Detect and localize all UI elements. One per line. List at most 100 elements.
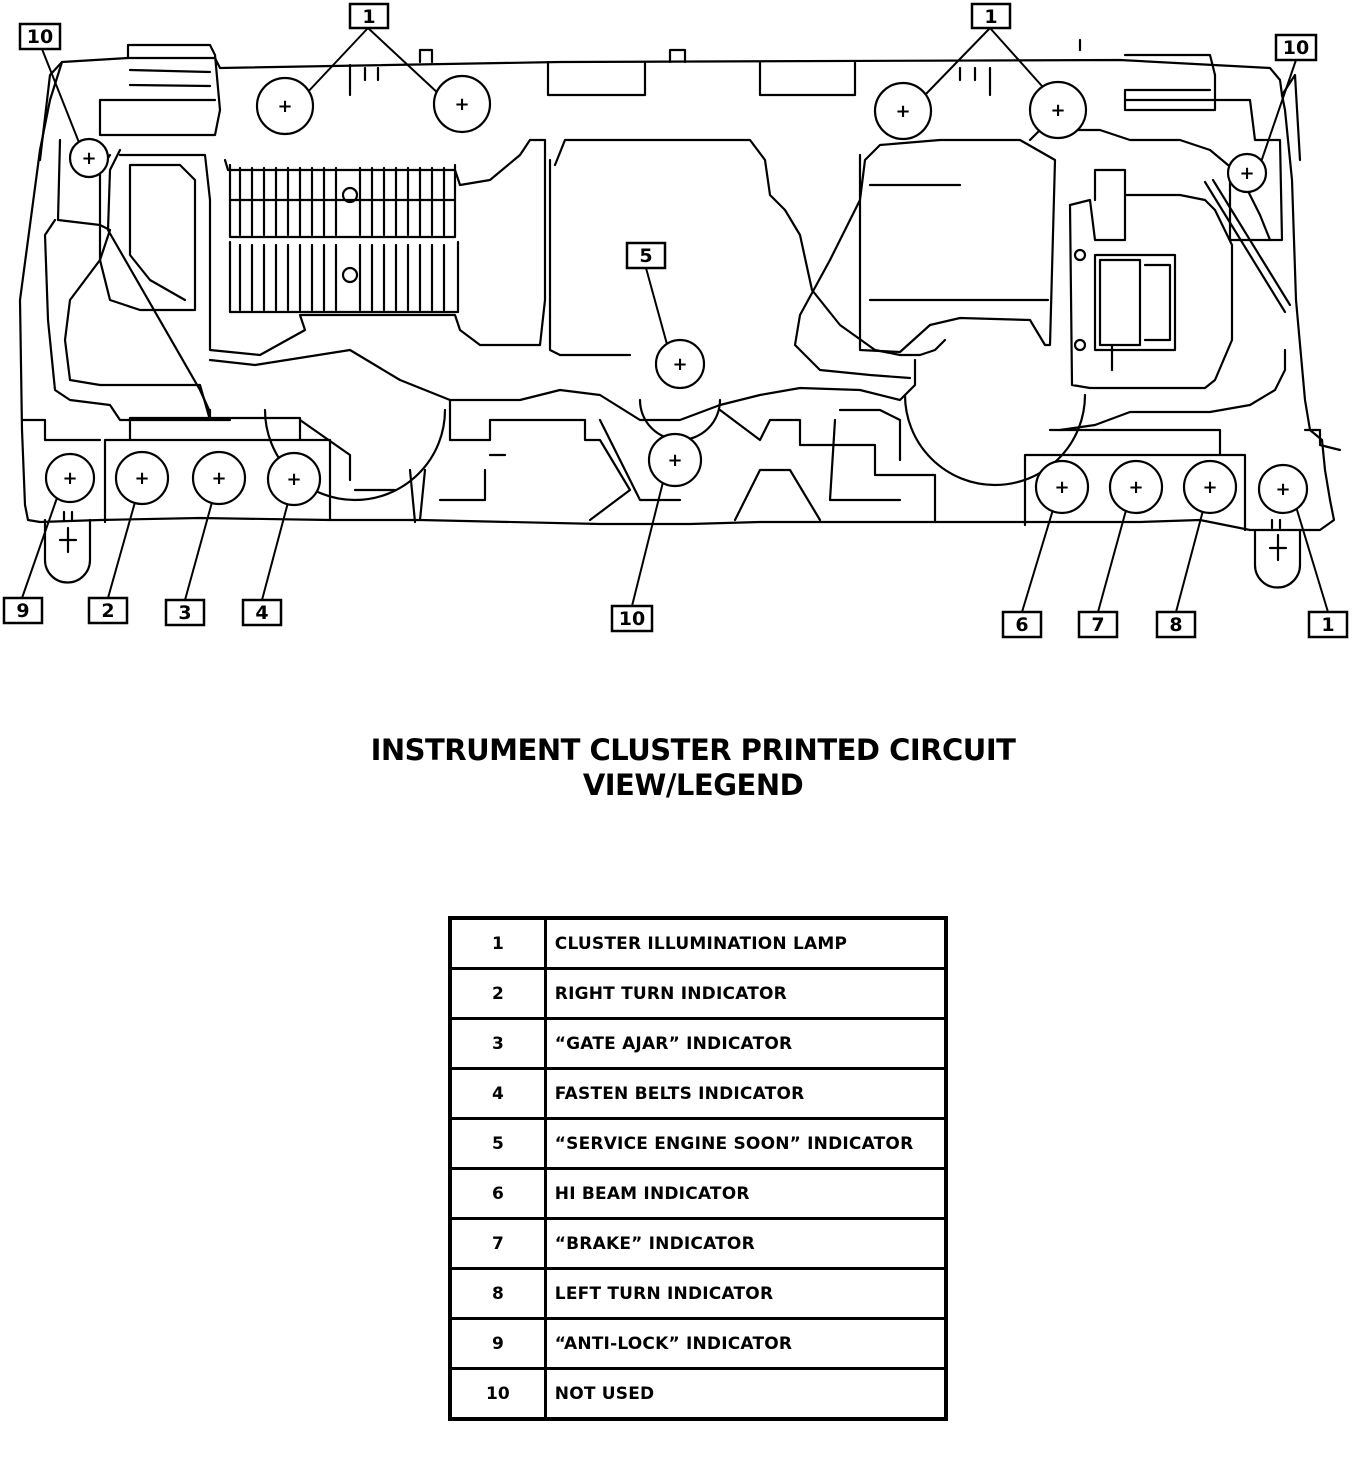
bulb-socket bbox=[266, 451, 322, 507]
callout-box bbox=[625, 241, 667, 270]
legend: 1 CLUSTER ILLUMINATION LAMP 2 RIGHT TURN… bbox=[448, 916, 948, 1458]
legend-table: 1 CLUSTER ILLUMINATION LAMP 2 RIGHT TURN… bbox=[448, 916, 948, 1421]
socket-plus-marks: +++ +++ +++ +++ +++ + bbox=[62, 94, 1290, 500]
callout-label: 10 bbox=[1283, 37, 1309, 59]
legend-row: 6 HI BEAM INDICATOR bbox=[448, 1167, 948, 1220]
legend-description: “BRAKE” INDICATOR bbox=[543, 1217, 948, 1270]
legend-number: 8 bbox=[448, 1267, 547, 1320]
legend-row: 7 “BRAKE” INDICATOR bbox=[448, 1217, 948, 1270]
callout-label: 1 bbox=[984, 6, 997, 28]
svg-text:+: + bbox=[672, 354, 687, 375]
bulb-socket bbox=[432, 74, 492, 134]
legend-number: 3 bbox=[448, 1017, 547, 1070]
bulb-socket bbox=[255, 76, 315, 136]
svg-text:+: + bbox=[1128, 477, 1143, 498]
legend-number: 9 bbox=[448, 1317, 547, 1370]
legend-number: 4 bbox=[448, 1067, 547, 1120]
legend-row: 4 FASTEN BELTS INDICATOR bbox=[448, 1067, 948, 1120]
connector-right bbox=[1123, 53, 1217, 112]
heatsink-fins-upper bbox=[228, 163, 457, 239]
leader-lines bbox=[21, 27, 1329, 613]
svg-text:+: + bbox=[286, 469, 301, 490]
legend-number: 2 bbox=[448, 967, 547, 1020]
callout-label: 2 bbox=[101, 600, 114, 622]
diagram-title: INSTRUMENT CLUSTER PRINTED CIRCUIT bbox=[370, 733, 1016, 767]
legend-row: 2 RIGHT TURN INDICATOR bbox=[448, 967, 948, 1020]
callout-label: 9 bbox=[16, 600, 29, 622]
bulb-socket bbox=[1028, 80, 1088, 140]
svg-text:+: + bbox=[81, 148, 96, 169]
callout-box bbox=[1274, 33, 1318, 62]
svg-text:+: + bbox=[667, 450, 682, 471]
callout-box bbox=[970, 2, 1012, 30]
bulb-socket bbox=[1182, 459, 1238, 515]
legend-row: 8 LEFT TURN INDICATOR bbox=[448, 1267, 948, 1320]
legend-description: “SERVICE ENGINE SOON” INDICATOR bbox=[543, 1117, 948, 1170]
callout-box bbox=[348, 2, 390, 30]
legend-description: “GATE AJAR” INDICATOR bbox=[543, 1017, 948, 1070]
component-block bbox=[1093, 253, 1177, 352]
bulb-socket bbox=[68, 137, 110, 179]
lamp-housing-right bbox=[1023, 428, 1247, 532]
diagram-subtitle: VIEW/LEGEND bbox=[582, 768, 804, 802]
legend-number: 5 bbox=[448, 1117, 547, 1170]
svg-text:+: + bbox=[277, 96, 292, 117]
callout-label: 5 bbox=[639, 245, 652, 267]
legend-number: 1 bbox=[448, 916, 547, 970]
callout-box bbox=[87, 596, 129, 625]
printed-circuit-diagram: +++ +++ +++ +++ +++ + 10 1 1 10 5 9 2 3 … bbox=[2, 2, 1349, 639]
callout-label: 1 bbox=[362, 6, 375, 28]
svg-text:+: + bbox=[1239, 163, 1254, 184]
legend-description: NOT USED bbox=[543, 1367, 948, 1421]
legend-description: CLUSTER ILLUMINATION LAMP bbox=[543, 916, 948, 970]
bulb-socket bbox=[873, 81, 933, 141]
callout-box bbox=[2, 596, 44, 625]
trace-right bbox=[793, 138, 1057, 380]
lamp-housing-left bbox=[103, 416, 352, 524]
callout-box bbox=[1001, 610, 1043, 639]
callout-box bbox=[241, 598, 283, 627]
svg-text:+: + bbox=[454, 94, 469, 115]
bulb-socket bbox=[44, 452, 96, 504]
bulb-socket bbox=[647, 432, 703, 488]
callout-boxes bbox=[2, 2, 1349, 639]
callout-labels: 10 1 1 10 5 9 2 3 4 10 6 7 8 1 bbox=[16, 6, 1334, 636]
legend-description: RIGHT TURN INDICATOR bbox=[543, 967, 948, 1020]
legend-row: 5 “SERVICE ENGINE SOON” INDICATOR bbox=[448, 1117, 948, 1170]
legend-row: 10 NOT USED bbox=[448, 1367, 948, 1421]
bulb-socket bbox=[114, 450, 170, 506]
board-edge bbox=[20, 60, 1342, 452]
bulb-socket bbox=[654, 338, 706, 390]
callout-box bbox=[18, 22, 62, 51]
legend-description: FASTEN BELTS INDICATOR bbox=[543, 1067, 948, 1120]
callout-label: 1 bbox=[1321, 614, 1334, 636]
svg-text:+: + bbox=[134, 468, 149, 489]
connector-left bbox=[98, 43, 222, 137]
callout-box bbox=[610, 604, 654, 633]
board-outline bbox=[18, 56, 1336, 532]
legend-description: “ANTI-LOCK” INDICATOR bbox=[543, 1317, 948, 1370]
legend-row: 3 “GATE AJAR” INDICATOR bbox=[448, 1017, 948, 1070]
callout-label: 6 bbox=[1015, 614, 1028, 636]
callout-label: 3 bbox=[178, 602, 191, 624]
callout-label: 10 bbox=[619, 608, 645, 630]
svg-text:+: + bbox=[1054, 477, 1069, 498]
callout-label: 8 bbox=[1169, 614, 1182, 636]
callout-label: 7 bbox=[1091, 614, 1104, 636]
bulb-socket bbox=[1034, 459, 1090, 515]
legend-number: 7 bbox=[448, 1217, 547, 1270]
svg-text:+: + bbox=[1050, 100, 1065, 121]
svg-text:+: + bbox=[1275, 479, 1290, 500]
legend-description: LEFT TURN INDICATOR bbox=[543, 1267, 948, 1320]
bulb-sockets bbox=[44, 74, 1309, 515]
callout-box bbox=[164, 598, 206, 627]
trace-left bbox=[118, 138, 547, 357]
bulb-socket bbox=[1226, 152, 1268, 194]
callout-label: 10 bbox=[27, 26, 53, 48]
bulb-socket bbox=[1257, 463, 1309, 515]
legend-number: 6 bbox=[448, 1167, 547, 1220]
svg-text:+: + bbox=[211, 468, 226, 489]
svg-text:+: + bbox=[62, 468, 77, 489]
bulb-socket bbox=[1108, 459, 1164, 515]
legend-row: 1 CLUSTER ILLUMINATION LAMP bbox=[448, 916, 948, 970]
